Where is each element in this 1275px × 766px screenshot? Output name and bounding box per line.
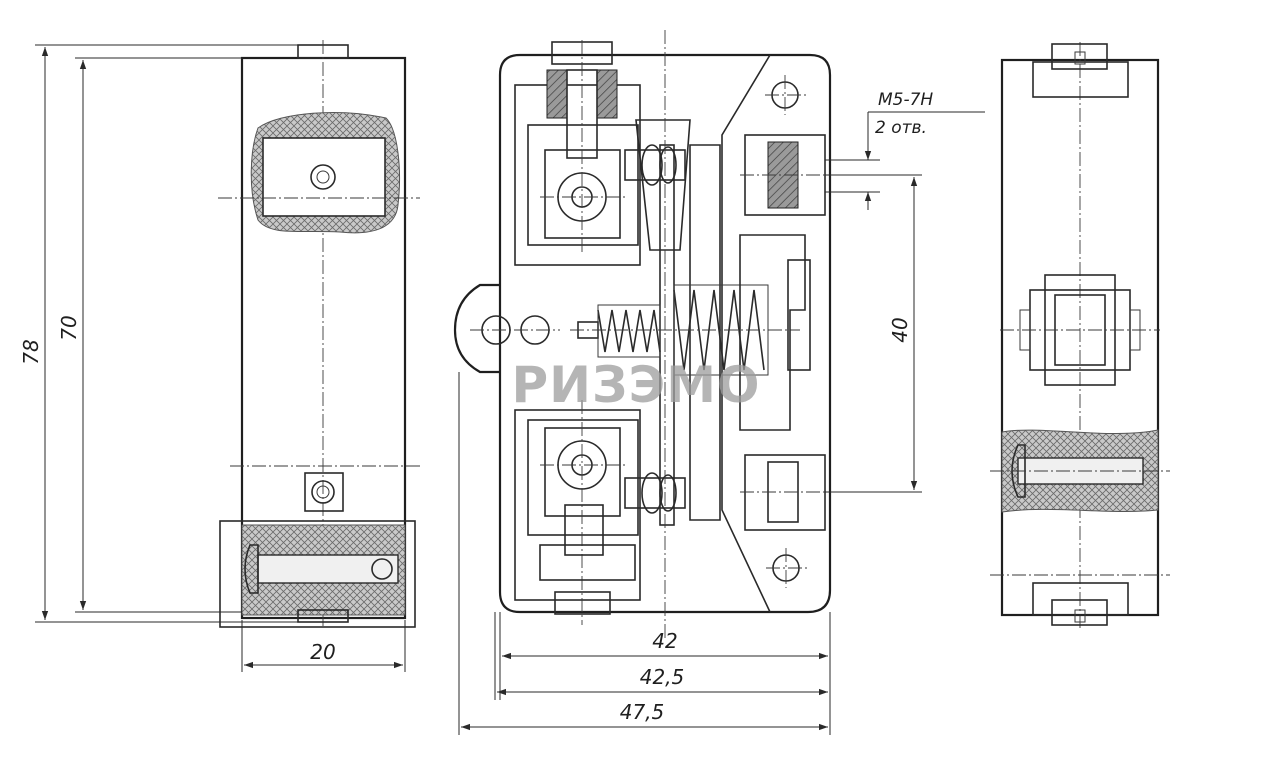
rear-bottom-terminal	[1032, 582, 1129, 616]
thread-spec: М5-7Н	[878, 90, 933, 110]
upper-section-right	[596, 69, 618, 119]
front-view	[453, 30, 920, 640]
rear-view	[990, 42, 1170, 628]
upper-cavity	[262, 137, 386, 217]
mounting-screw	[257, 554, 399, 584]
upper-contact-frame	[514, 84, 641, 266]
operating-lever	[453, 283, 500, 374]
dim-overall-height-label: 78	[19, 339, 43, 364]
housing-outline	[498, 53, 832, 614]
watermark: РИЗЭМО	[512, 356, 761, 414]
inner-partition	[721, 54, 771, 613]
dim-width-overall-label: 47,5	[620, 700, 665, 724]
dim-width-inner-label: 42	[652, 629, 677, 653]
hole-spacing-dimension: 40	[825, 174, 922, 493]
dim-side-width-label: 20	[310, 640, 335, 664]
thread-holes: 2 отв.	[875, 118, 927, 138]
rear-top-terminal	[1032, 61, 1129, 98]
upper-screw-head	[310, 164, 336, 190]
contact-plate	[659, 144, 675, 526]
return-spring-left	[577, 304, 661, 358]
front-view-dimensions: 42 42,5 47,5	[458, 372, 831, 735]
thread-callout: М5-7Н 2 отв.	[825, 90, 985, 210]
latch-mechanism	[739, 234, 806, 431]
upper-section-left	[546, 69, 568, 119]
lower-terminal-cap	[554, 591, 611, 615]
dim-width-mid-label: 42,5	[640, 665, 685, 689]
dim-body-height-label: 70	[57, 315, 81, 340]
base-bracket	[219, 520, 416, 628]
side-view	[218, 40, 420, 628]
lower-terminal	[304, 472, 344, 512]
lower-contact-frame	[514, 409, 641, 601]
side-view-dimensions: 78 70 20	[19, 44, 406, 672]
dim-hole-spacing-label: 40	[888, 317, 912, 342]
